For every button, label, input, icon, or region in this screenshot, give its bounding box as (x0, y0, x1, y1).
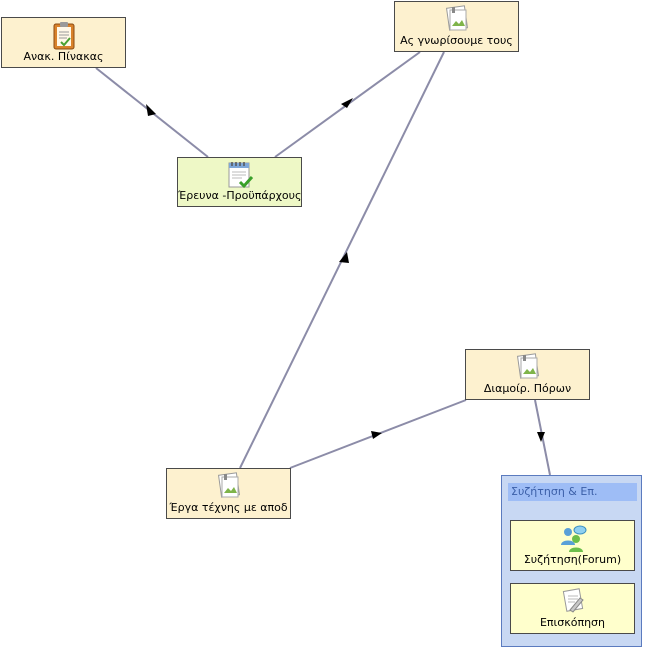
image-resource-icon (444, 4, 470, 35)
forum-icon (558, 523, 588, 556)
activity-episkopisi[interactable]: Επισκόπηση (510, 583, 635, 634)
arrowhead (341, 98, 353, 108)
activity-erevna[interactable]: Έρευνα -Προϋπάρχους (177, 157, 302, 207)
activity-label: Ας γνωρίσουμε τους (400, 34, 513, 47)
image-resource-icon (216, 471, 242, 502)
notepad-check-icon (226, 160, 254, 193)
review-icon (560, 586, 586, 617)
image-resource-icon (515, 352, 541, 383)
activity-label: Ανακ. Πίνακας (23, 50, 104, 63)
activity-forum[interactable]: Συζήτηση(Forum) (510, 520, 635, 571)
activity-label: Επισκόπηση (539, 616, 606, 629)
activity-group[interactable]: Συζήτηση & Επ. Συζήτηση(Forum) Επισκόπησ… (501, 475, 642, 647)
arrowhead (339, 252, 349, 263)
clipboard-icon (52, 20, 76, 53)
activity-label: Διαμοίρ. Πόρων (483, 382, 572, 395)
activity-label: Έρευνα -Προϋπάρχους (178, 189, 301, 202)
activity-label: Έργα τέχνης με αποδ (169, 501, 288, 514)
arrowhead (371, 431, 382, 439)
activity-label: Συζήτηση(Forum) (523, 553, 622, 566)
group-title: Συζήτηση & Επ. (508, 483, 637, 501)
arrowhead (537, 432, 545, 442)
activity-as-gnorisoume[interactable]: Ας γνωρίσουμε τους (394, 1, 519, 52)
activity-anak-pinakas[interactable]: Ανακ. Πίνακας (1, 17, 126, 68)
activity-erga-technis[interactable]: Έργα τέχνης με αποδ (166, 468, 291, 519)
arrowhead (146, 104, 156, 116)
activity-diamorf-poron[interactable]: Διαμοίρ. Πόρων (465, 349, 590, 400)
